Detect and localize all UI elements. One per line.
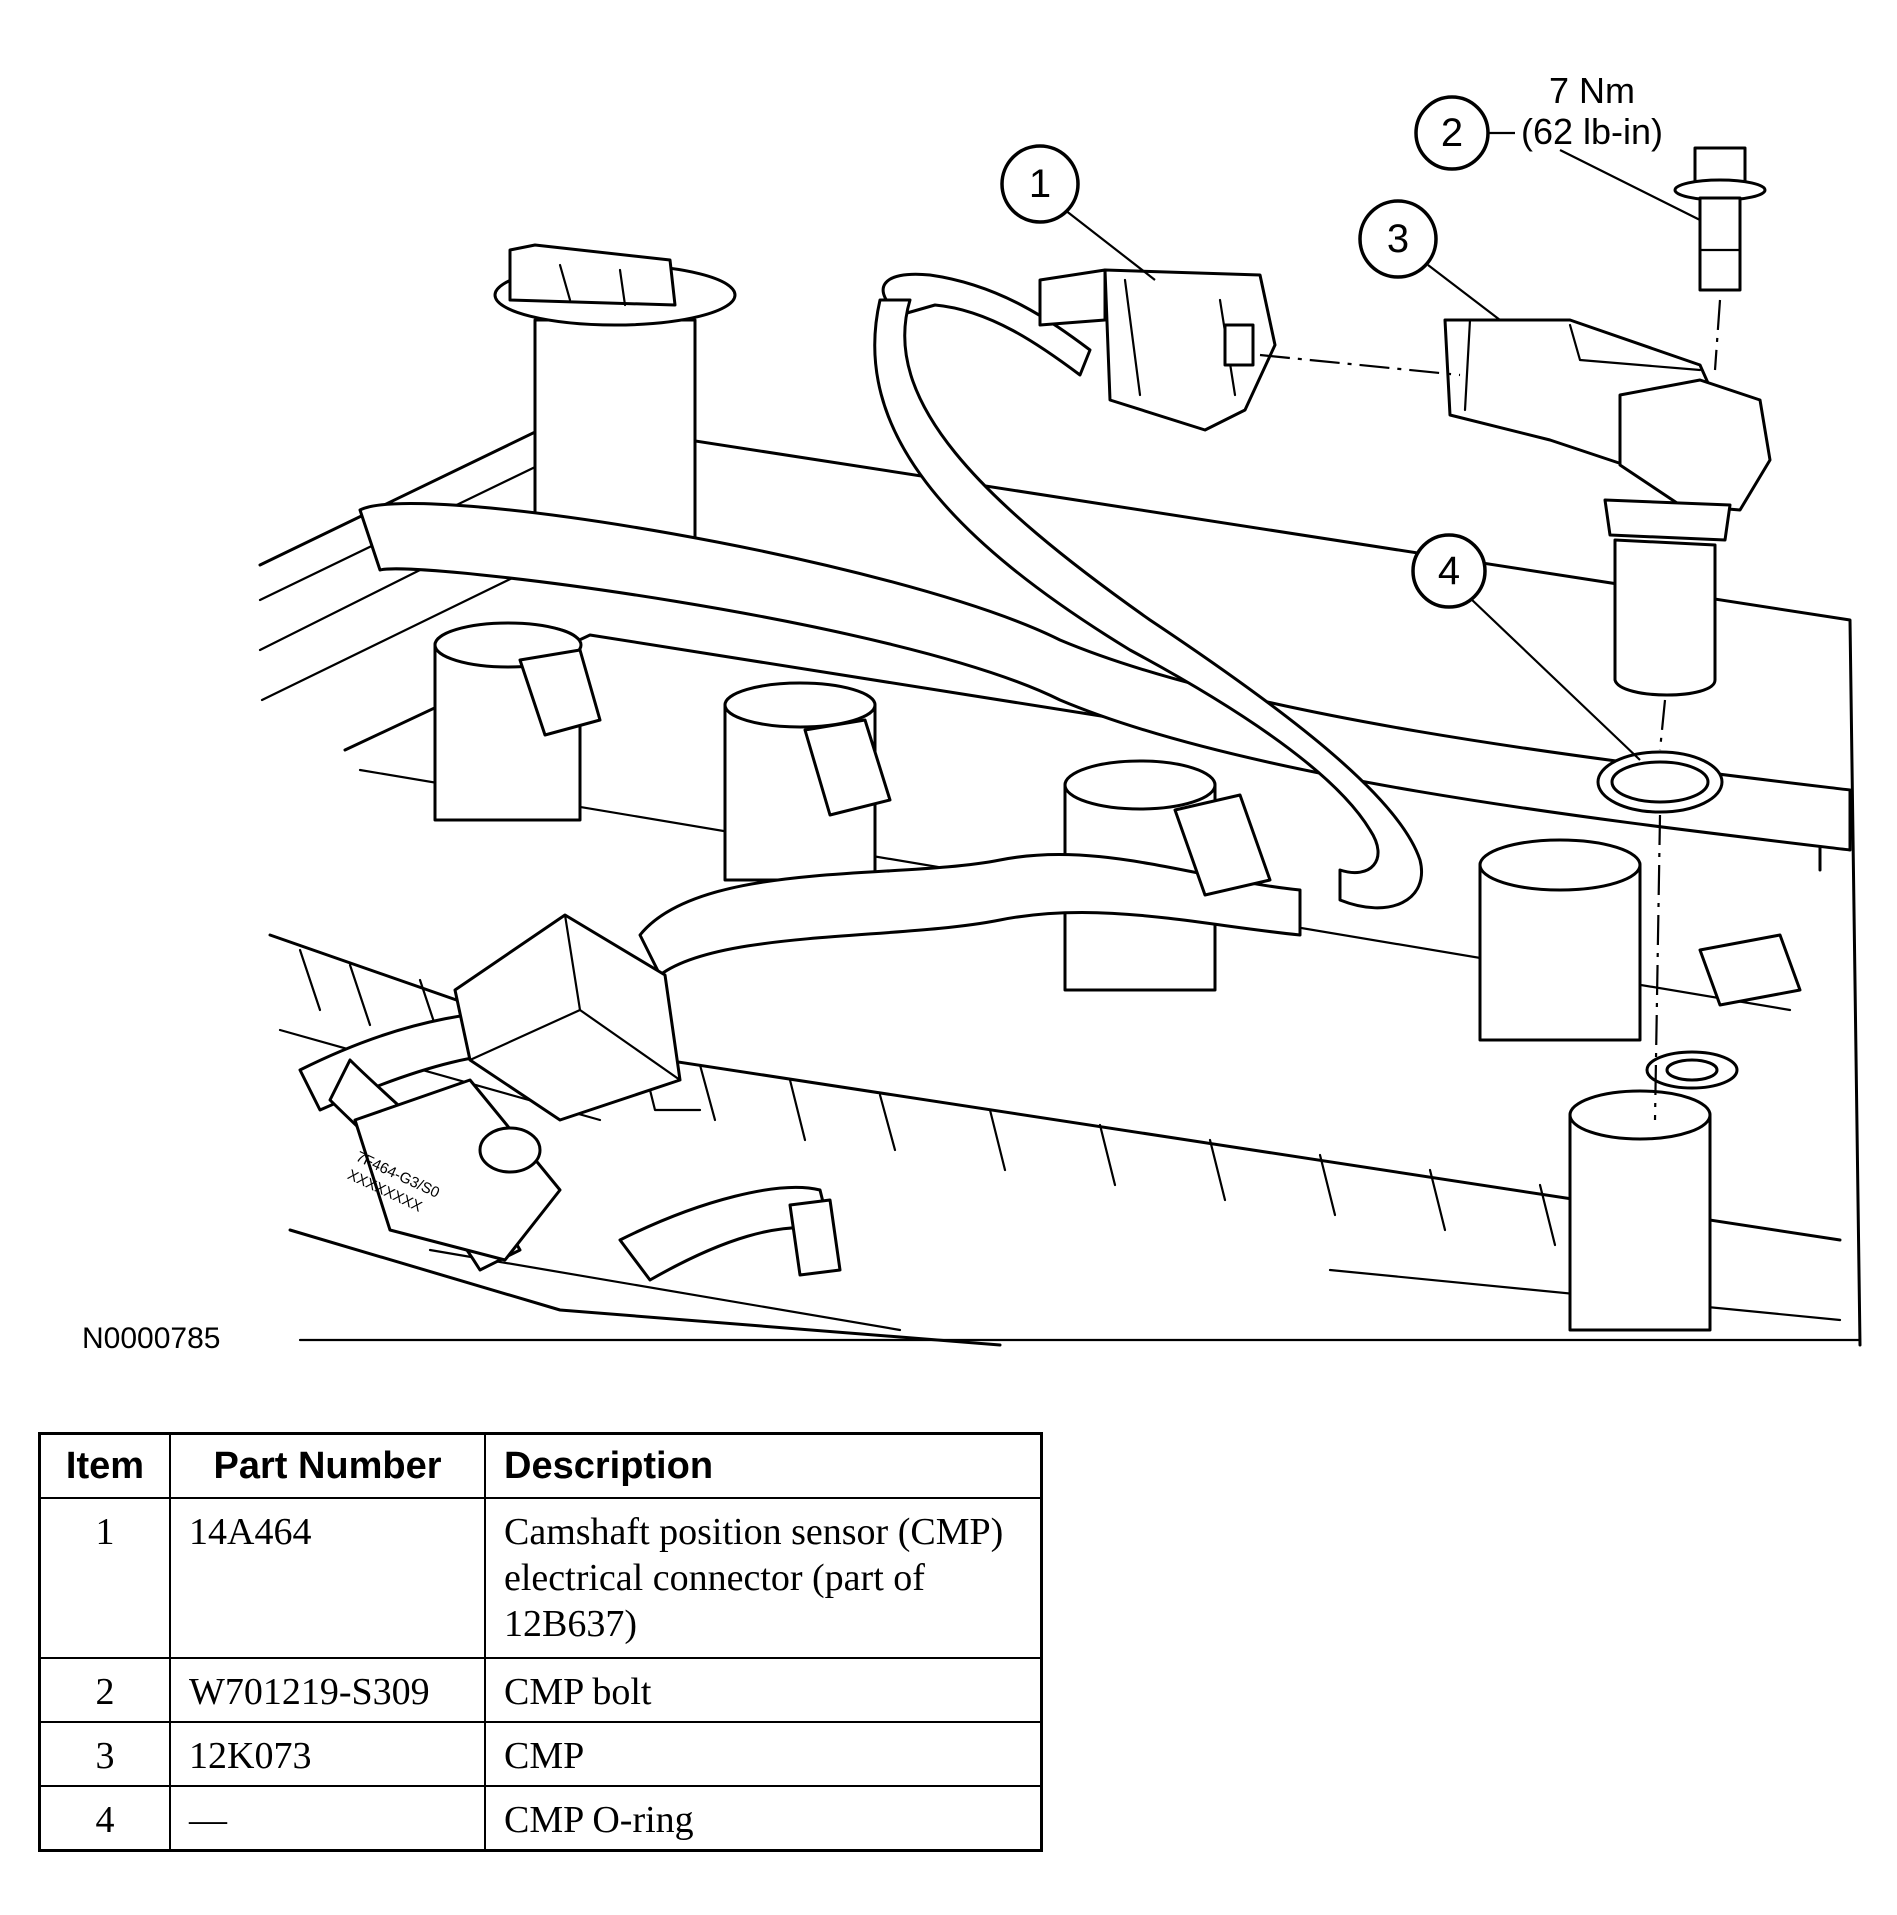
row-description: Camshaft position sensor (CMP) electrica… — [484, 1497, 1043, 1659]
header-part-number: Part Number — [169, 1432, 486, 1499]
row-part-number: — — [169, 1785, 486, 1852]
row-part-number: 14A464 — [169, 1497, 486, 1659]
cmp-bolt — [1673, 146, 1767, 292]
header-item: Item — [38, 1432, 171, 1499]
row-item: 1 — [38, 1497, 171, 1659]
table-row: 3 12K073 CMP — [38, 1721, 1043, 1787]
row-item: 2 — [38, 1657, 171, 1723]
callout-2: 2 — [1414, 95, 1701, 221]
callout-1: 1 — [1000, 144, 1156, 281]
cmp-o-ring — [1596, 750, 1724, 814]
row-part-number: 12K073 — [169, 1721, 486, 1787]
callout-4-number: 4 — [1438, 549, 1460, 593]
callout-3-number: 3 — [1387, 217, 1409, 261]
callout-1-number: 1 — [1029, 162, 1051, 206]
parts-table: Item Part Number Description 1 14A464 Ca… — [38, 1432, 1043, 1852]
cmp-sensor — [1443, 318, 1772, 697]
row-description: CMP O-ring — [484, 1785, 1043, 1852]
torque-value: 7 Nm — [1549, 70, 1635, 111]
table-header-row: Item Part Number Description — [38, 1432, 1043, 1499]
callout-4: 4 — [1411, 533, 1641, 761]
table-row: 4 — CMP O-ring — [38, 1785, 1043, 1852]
row-part-number: W701219-S309 — [169, 1657, 486, 1723]
row-description: CMP bolt — [484, 1657, 1043, 1723]
valve-cover-ribs — [298, 948, 1557, 1247]
torque-imperial: (62 lb-in) — [1521, 111, 1663, 152]
header-description: Description — [484, 1432, 1043, 1499]
oil-filler-cap — [493, 243, 737, 557]
row-item: 4 — [38, 1785, 171, 1852]
row-item: 3 — [38, 1721, 171, 1787]
figure-id: N0000785 — [82, 1322, 220, 1355]
row-description: CMP — [484, 1721, 1043, 1787]
harness-connector — [353, 913, 682, 1262]
callout-3: 3 — [1358, 199, 1501, 321]
table-row: 2 W701219-S309 CMP bolt — [38, 1657, 1043, 1723]
cmp-electrical-connector — [1038, 268, 1277, 432]
alignment-lines — [1259, 299, 1722, 1121]
engine-illustration: 7F464-G3/S0 XXXXXXXX — [82, 70, 1862, 1355]
table-row: 1 14A464 Camshaft position sensor (CMP) … — [38, 1497, 1043, 1659]
callout-2-number: 2 — [1441, 111, 1463, 155]
sensor-mounting-bore — [1645, 1050, 1739, 1090]
coil-connectors — [518, 648, 1802, 1277]
